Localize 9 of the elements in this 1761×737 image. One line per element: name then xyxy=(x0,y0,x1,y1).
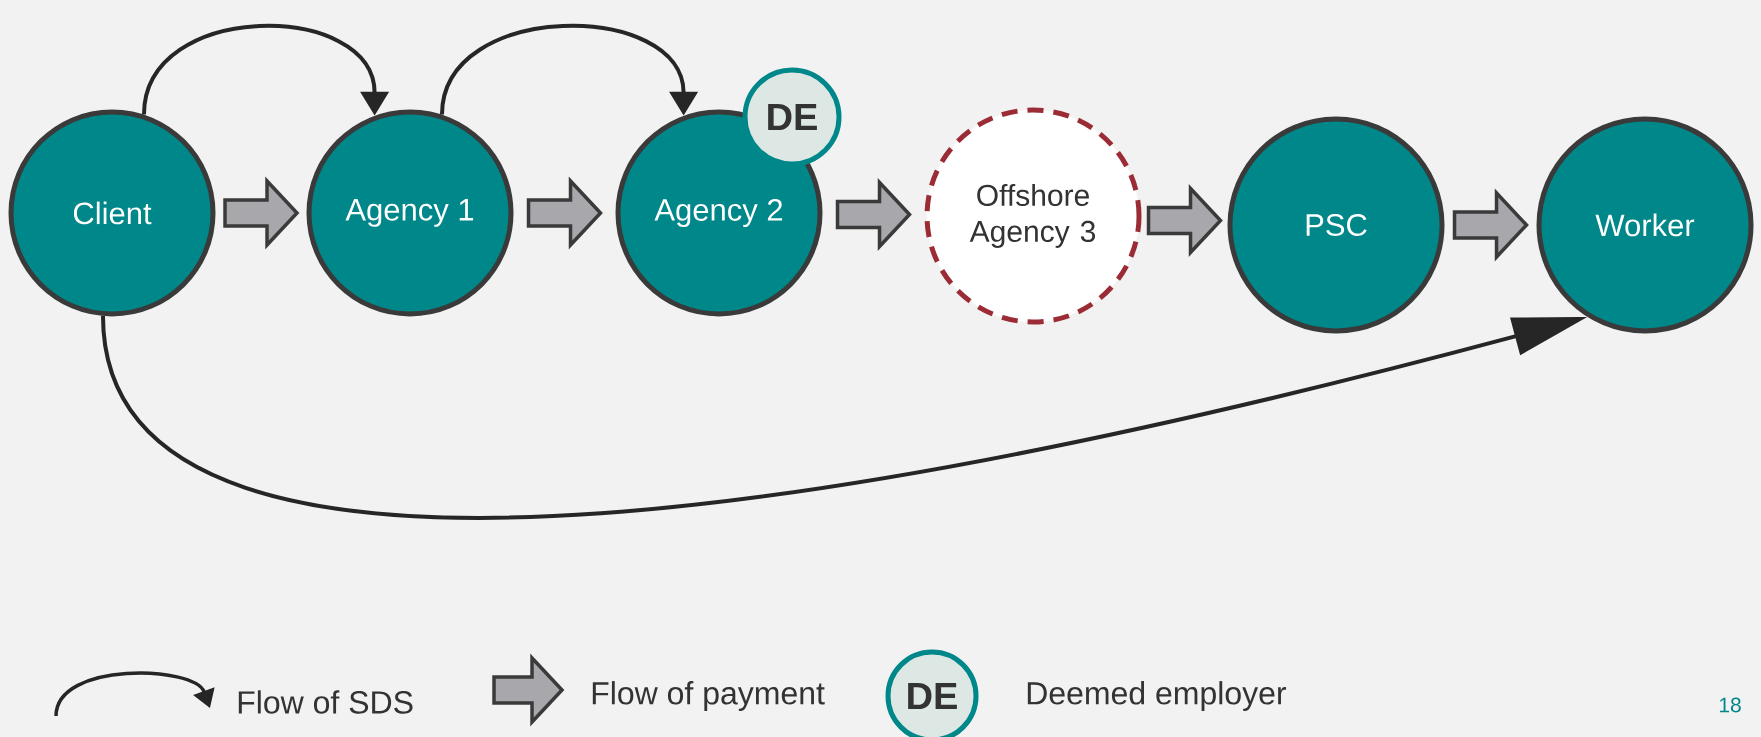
payment-arrow xyxy=(223,176,300,250)
legend-label: Deemed employer xyxy=(1027,681,1287,711)
legend-label: Flow of SDS xyxy=(238,690,413,714)
legend-label: Flow of payment xyxy=(592,681,825,711)
payment-arrow xyxy=(1146,184,1223,257)
payment-arrow xyxy=(526,176,603,250)
page-number: 18 xyxy=(1719,697,1741,713)
payment-arrow xyxy=(1452,188,1529,262)
payment-arrow xyxy=(835,178,912,251)
